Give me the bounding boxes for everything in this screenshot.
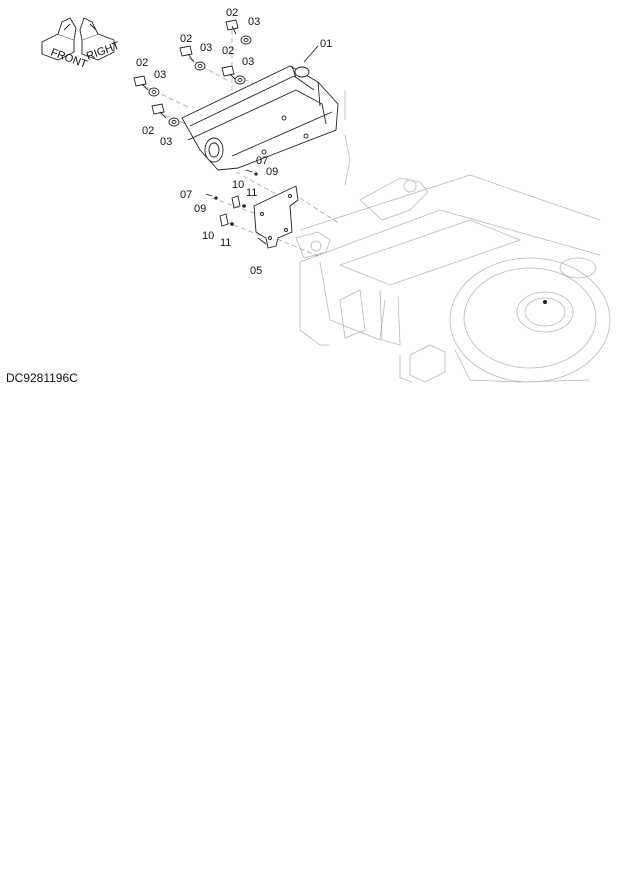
callout-09: 09 bbox=[194, 203, 206, 215]
bolt-set-b bbox=[179, 45, 206, 71]
bolt-set-e bbox=[151, 103, 180, 127]
callout-09: 09 bbox=[266, 166, 278, 178]
callout-02: 02 bbox=[136, 57, 148, 69]
upper-frame-outline bbox=[295, 90, 611, 383]
callout-02: 02 bbox=[180, 33, 192, 45]
callout-02: 02 bbox=[222, 45, 234, 57]
screw-set-07-09-upper bbox=[245, 169, 258, 176]
callouts: 01 02 03 02 03 02 03 02 03 02 03 07 09 1… bbox=[136, 7, 332, 277]
screw-set-10-11-upper bbox=[231, 195, 246, 209]
callout-02: 02 bbox=[142, 125, 154, 137]
orientation-icon: FRONT RIGHT bbox=[41, 17, 121, 71]
callout-01: 01 bbox=[320, 38, 332, 50]
part-01-bracket bbox=[181, 65, 339, 171]
bolt-set-c bbox=[221, 65, 246, 85]
bolt-set-d bbox=[133, 75, 160, 97]
callout-07: 07 bbox=[256, 155, 268, 167]
screw-set-10-11-lower bbox=[219, 213, 234, 227]
screw-set-07-09-lower bbox=[205, 193, 218, 200]
bolt-set-a bbox=[225, 19, 252, 45]
callout-03: 03 bbox=[242, 56, 254, 68]
part-05-cover-plate bbox=[253, 185, 299, 249]
callout-03: 03 bbox=[154, 69, 166, 81]
callout-03: 03 bbox=[160, 136, 172, 148]
callout-02: 02 bbox=[226, 7, 238, 19]
callout-11: 11 bbox=[246, 187, 257, 199]
callout-03: 03 bbox=[248, 16, 260, 28]
callout-10: 10 bbox=[232, 179, 244, 191]
callout-03: 03 bbox=[200, 42, 212, 54]
callout-11: 11 bbox=[220, 237, 231, 249]
drawing-id: DC9281196C bbox=[6, 371, 78, 385]
callout-07: 07 bbox=[180, 189, 192, 201]
callout-10: 10 bbox=[202, 230, 214, 242]
leader-lines bbox=[257, 45, 319, 245]
callout-05: 05 bbox=[250, 265, 262, 277]
